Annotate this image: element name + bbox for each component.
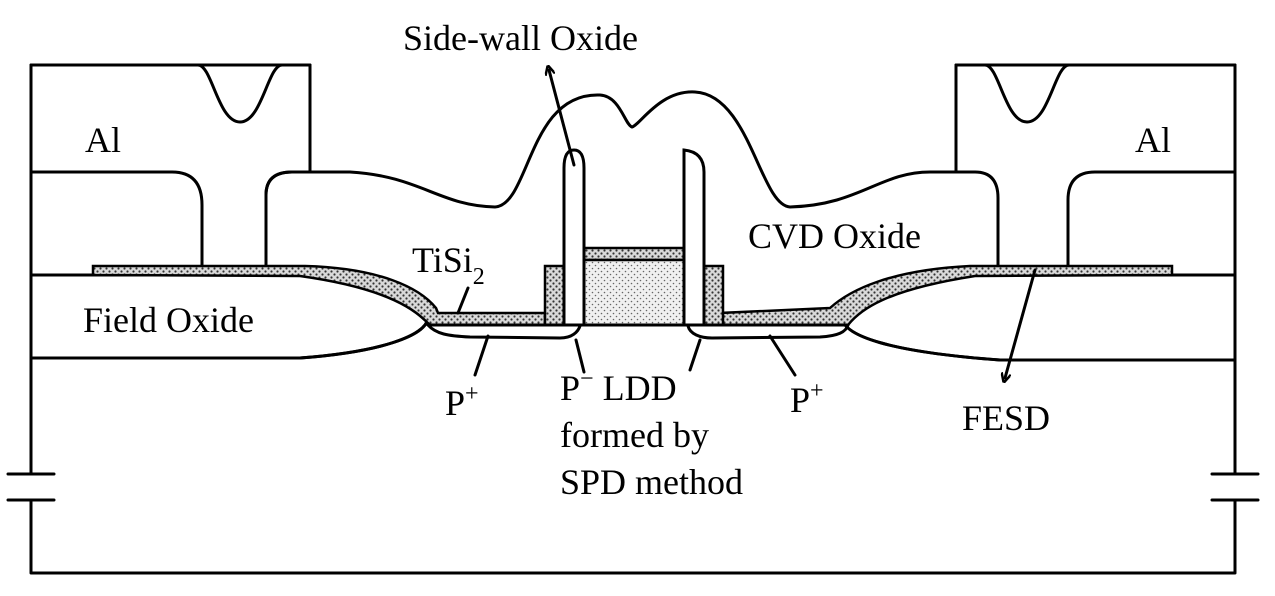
pminus-leader [574,338,586,374]
left-pplus-region [426,323,582,340]
label-pplus-right: P+ [790,378,824,420]
label-pplus-left: P+ [445,381,479,423]
right-pplus-region [686,323,850,340]
label-pminus-ldd: P− LDD [560,366,677,408]
label-formed-by: formed by [560,415,709,455]
label-al-left: Al [85,120,121,160]
substrate-outline [29,356,1237,575]
left-capacitor-symbol [6,472,56,502]
label-field-oxide: Field Oxide [83,300,254,340]
label-cvd-oxide: CVD Oxide [748,216,921,256]
ldd-right-leader [688,338,702,372]
right-al-bottom-line [1066,170,1237,268]
sidewall-oxide-arrow [549,70,576,167]
label-sidewall-oxide: Side-wall Oxide [403,18,638,58]
left-field-oxide-mask [33,278,298,355]
right-sidewall-spacer [682,148,706,327]
right-al-top-surface [954,63,1237,124]
label-tisi2: TiSi2 [412,240,485,290]
left-al-top-surface [29,63,312,124]
fesd-arrow [1005,268,1037,378]
gate-polysilicon [582,258,686,327]
gate-silicide-cap [582,246,686,262]
label-spd-method: SPD method [560,462,743,502]
tisi2-leader [456,286,470,315]
right-capacitor-symbol [1210,472,1260,502]
left-al-bottom-line [29,170,204,268]
label-al-right: Al [1135,120,1171,160]
pplus-right-leader [768,334,797,377]
label-fesd: FESD [962,398,1050,438]
pplus-left-leader [473,334,490,377]
left-cvd-line [264,170,312,268]
left-sidewall-spacer [562,148,586,327]
cvd-oxide-profile [264,90,1000,268]
